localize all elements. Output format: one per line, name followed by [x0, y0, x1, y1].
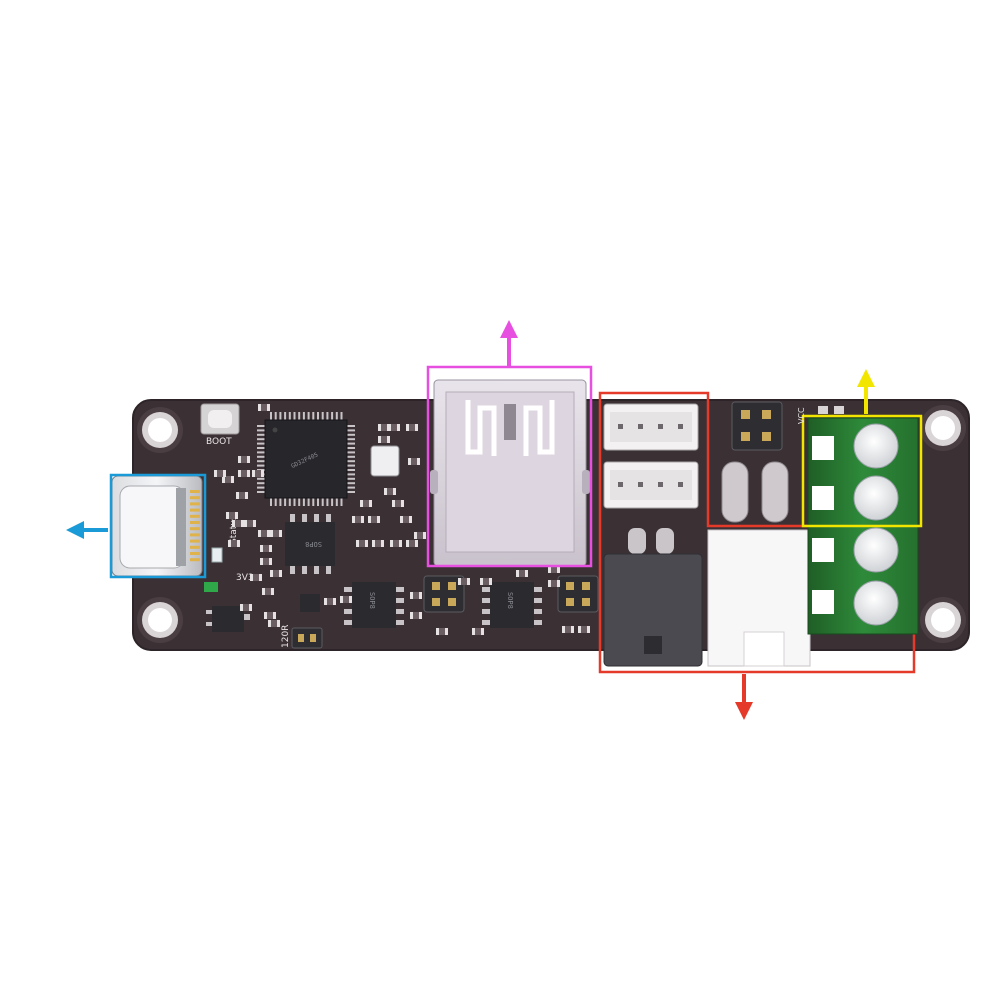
- mounting-holes: [137, 405, 966, 643]
- smd-component: [378, 436, 390, 443]
- smd-component: [436, 628, 448, 635]
- smd-component: [352, 516, 364, 523]
- crystal: [370, 445, 400, 477]
- usb-a-highlight: [426, 365, 593, 568]
- terminal-screw: [853, 423, 899, 469]
- smd-component: [250, 574, 262, 581]
- arrow-down-red-icon: [735, 674, 753, 720]
- jst-connector: [603, 461, 699, 509]
- sop8-chip: SOP8: [285, 514, 335, 574]
- smd-component: [258, 530, 270, 537]
- jumper-block: [557, 575, 599, 613]
- smd-component: [232, 520, 244, 527]
- smd-component: [368, 516, 380, 523]
- usb-c-highlight: [109, 473, 207, 579]
- smd-component: [408, 458, 420, 465]
- smd-component: [228, 540, 240, 547]
- smd-component: [472, 628, 484, 635]
- vcc-label: VCC: [797, 407, 806, 424]
- jumper-block: [731, 401, 783, 451]
- arrow-up-yellow-icon: [857, 369, 875, 414]
- smd-component: [384, 488, 396, 495]
- smd-component: [258, 404, 270, 411]
- jumper-block: [423, 575, 465, 613]
- mounting-hole: [137, 407, 183, 453]
- smd-component: [268, 620, 280, 627]
- status-label: Status: [229, 515, 239, 544]
- status-led: [211, 547, 223, 563]
- smd-component: [214, 470, 226, 477]
- smd-component: [270, 570, 282, 577]
- smd-component: [548, 566, 560, 573]
- smd-component: [222, 476, 234, 483]
- smd-component: [240, 604, 252, 611]
- svg-text:SOP8: SOP8: [506, 592, 514, 609]
- smd-component: [406, 424, 418, 431]
- smd-component: [406, 540, 418, 547]
- svg-text:SOP8: SOP8: [305, 540, 322, 548]
- smd-component: [480, 578, 492, 585]
- smd-component: [226, 512, 238, 519]
- mounting-hole: [920, 597, 966, 643]
- boot-label: BOOT: [206, 437, 232, 447]
- smd-component: [270, 530, 282, 537]
- v3v3-label: 3V3: [236, 573, 254, 583]
- smd-component: [458, 578, 470, 585]
- sop8-chip: SOP8: [482, 582, 542, 628]
- smd-component: [252, 470, 264, 477]
- power-led: [204, 582, 218, 592]
- white-2pin-connector: [707, 461, 811, 667]
- transistor: [300, 594, 320, 612]
- smd-component: [324, 598, 336, 605]
- smd-component: [516, 570, 528, 577]
- smd-component: [360, 500, 372, 507]
- mcu-chip: GD32F405: [257, 412, 355, 506]
- smd-component: [356, 540, 368, 547]
- dark-2pin-connector: [603, 528, 703, 667]
- smd-component: [562, 626, 574, 633]
- smd-component: [238, 470, 250, 477]
- passive-components: [214, 404, 590, 635]
- jst-connector: [603, 403, 699, 451]
- smd-component: [388, 424, 400, 431]
- small-smd: [818, 406, 828, 414]
- smd-component: [260, 558, 272, 565]
- usb-a-port: [430, 379, 590, 567]
- smd-component: [410, 592, 422, 599]
- terminal-screw: [853, 580, 899, 626]
- boot-button: [200, 403, 240, 435]
- mounting-hole: [920, 405, 966, 451]
- smd-component: [262, 588, 274, 595]
- terminal-screw: [853, 475, 899, 521]
- mounting-hole: [137, 597, 183, 643]
- smd-component: [372, 540, 384, 547]
- smd-component: [244, 520, 256, 527]
- smd-component: [390, 540, 402, 547]
- regulator-chip: [206, 606, 250, 632]
- smd-component: [340, 596, 352, 603]
- smd-component: [392, 500, 404, 507]
- smd-component: [578, 626, 590, 633]
- smd-component: [410, 612, 422, 619]
- smd-component: [238, 456, 250, 463]
- terminal-highlight: [801, 414, 923, 528]
- usb-c-port: [111, 475, 203, 577]
- smd-component: [400, 516, 412, 523]
- small-smd: [834, 406, 844, 414]
- smd-component: [264, 612, 276, 619]
- smd-component: [260, 545, 272, 552]
- termination-jumper: [291, 627, 323, 649]
- smd-component: [414, 532, 426, 539]
- arrow-left-blue-icon: [66, 521, 108, 539]
- smd-component: [236, 492, 248, 499]
- sop8-chip: SOP8: [344, 582, 404, 628]
- svg-text:SOP8: SOP8: [368, 592, 376, 609]
- arrow-up-magenta-icon: [500, 320, 518, 366]
- smd-component: [548, 580, 560, 587]
- terminal-screw: [853, 527, 899, 573]
- termination-label: 120R: [281, 625, 291, 648]
